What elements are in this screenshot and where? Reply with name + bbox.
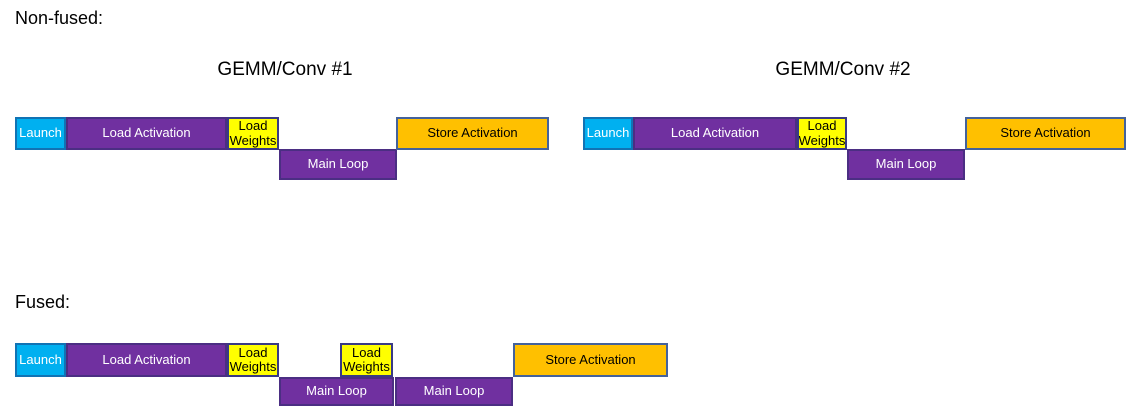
nonfused2-load-activation-block: Load Activation [633,117,797,150]
nonfused1-store-activation-block: Store Activation [396,117,549,150]
nonfused1-launch-block: Launch [15,117,66,150]
nonfused2-load-weights-block: Load Weights [797,117,847,150]
fused-launch-block: Launch [15,343,66,377]
nonfused2-main-loop-block: Main Loop [847,149,965,180]
section-label-fused: Fused: [15,292,71,312]
fused-load-weights-1-block: Load Weights [227,343,279,377]
nonfused2-launch-block: Launch [583,117,633,150]
nonfused2-store-activation-block: Store Activation [965,117,1126,150]
fused-store-activation-block: Store Activation [513,343,668,377]
group-title-gemm-conv-1: GEMM/Conv #1 [217,59,353,80]
fused-main-loop-1-block: Main Loop [279,377,394,406]
nonfused1-load-activation-block: Load Activation [66,117,227,150]
fused-main-loop-2-block: Main Loop [395,377,513,406]
section-label-non-fused: Non-fused: [15,8,104,28]
fused-load-activation-block: Load Activation [66,343,227,377]
group-title-gemm-conv-2: GEMM/Conv #2 [775,59,911,80]
nonfused1-main-loop-block: Main Loop [279,149,397,180]
fused-load-weights-2-block: Load Weights [340,343,393,377]
nonfused1-load-weights-block: Load Weights [227,117,279,150]
